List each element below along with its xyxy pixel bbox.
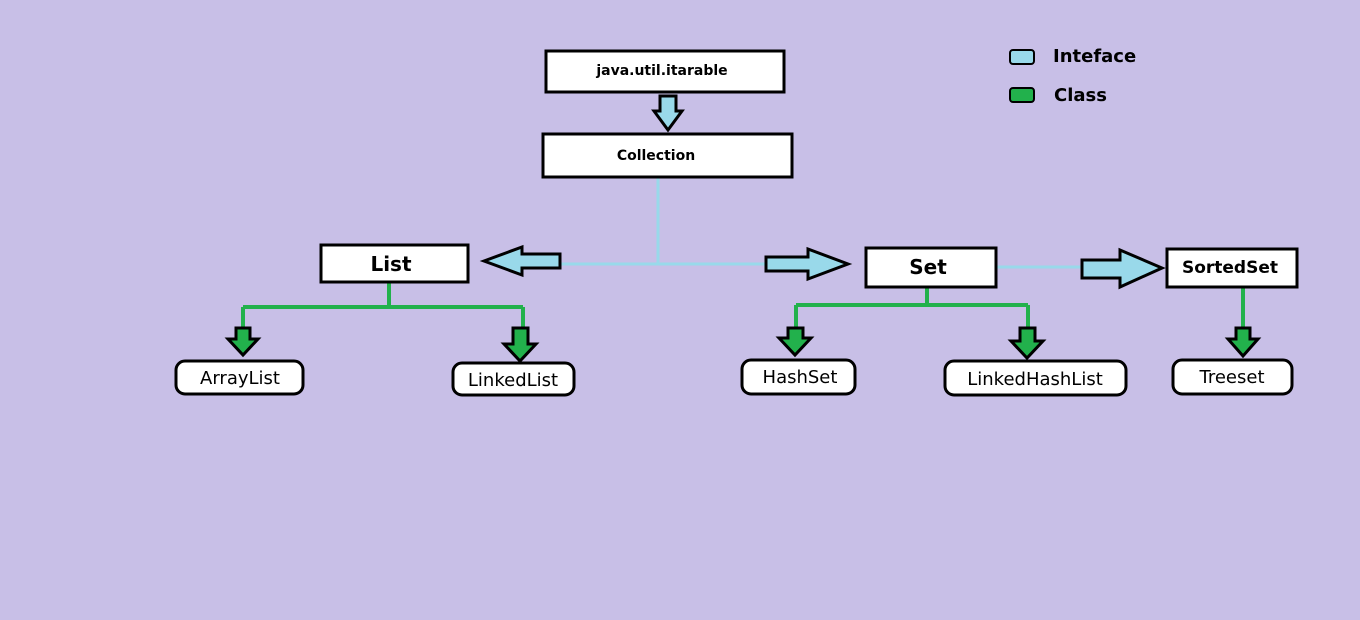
node-collection-label: Collection <box>617 148 695 164</box>
node-treeset-label: Treeset <box>1198 367 1264 388</box>
set-children-lines <box>794 287 1030 328</box>
arrow-to-linkedhashlist <box>1007 326 1047 361</box>
node-treeset: Treeset <box>1171 358 1294 396</box>
node-arraylist-label: ArrayList <box>200 368 280 389</box>
node-set: Set <box>864 246 998 289</box>
node-collection: Collection <box>541 132 794 179</box>
node-sortedset: SortedSet <box>1165 247 1299 289</box>
legend-class-swatch <box>1009 87 1035 103</box>
arrow-to-linkedlist <box>500 326 540 364</box>
legend-class-label: Class <box>1054 85 1107 106</box>
legend-interface-swatch <box>1009 49 1035 65</box>
legend-interface-label: Inteface <box>1053 46 1136 67</box>
node-set-label: Set <box>909 255 947 279</box>
node-linkedlist: LinkedList <box>451 361 576 397</box>
node-sortedset-label: SortedSet <box>1182 258 1278 278</box>
node-arraylist: ArrayList <box>174 359 305 396</box>
node-hashset: HashSet <box>740 358 857 396</box>
arrow-to-hashset <box>775 326 815 358</box>
legend: Inteface Class <box>1009 46 1136 106</box>
node-hashset-label: HashSet <box>763 367 838 388</box>
node-linkedhashlist-label: LinkedHashList <box>967 369 1103 390</box>
node-iterable: java.util.itarable <box>544 49 786 94</box>
arrow-iterable-to-collection <box>651 94 685 133</box>
arrow-to-list <box>479 244 562 278</box>
node-list-label: List <box>370 252 412 276</box>
arrow-to-sortedset <box>1080 247 1166 290</box>
node-linkedlist-label: LinkedList <box>468 370 558 391</box>
arrow-to-treeset <box>1224 326 1262 359</box>
list-children-lines <box>241 282 525 328</box>
node-iterable-label: java.util.itarable <box>595 63 727 79</box>
node-list: List <box>319 243 470 284</box>
arrow-to-arraylist <box>224 326 262 358</box>
node-linkedhashlist: LinkedHashList <box>943 359 1128 397</box>
arrow-to-set <box>764 246 853 282</box>
